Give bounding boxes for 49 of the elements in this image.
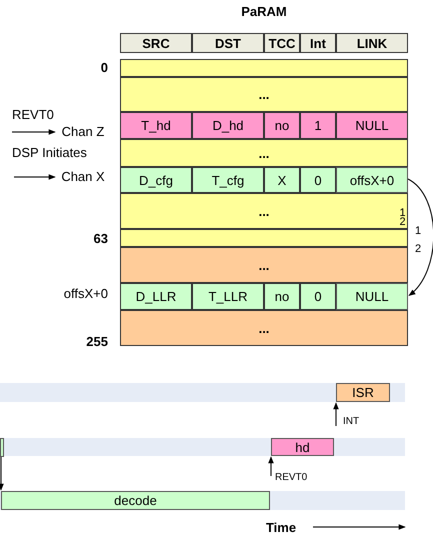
arrow <box>268 456 274 476</box>
table-title: PaRAM <box>240 2 288 20</box>
channel-label: Chan Z <box>56 121 110 141</box>
table-cell: 1 <box>300 112 336 139</box>
table-cell: ... <box>120 247 408 283</box>
arrow <box>333 402 339 426</box>
arrow <box>0 456 4 491</box>
task-bar: hd <box>271 438 334 456</box>
column-header: SRC <box>120 33 192 53</box>
table-cell: offsX+0 <box>336 167 408 193</box>
row-index: 0 <box>100 58 108 76</box>
table-cell: ... <box>120 310 408 346</box>
column-header: TCC <box>264 33 300 53</box>
table-cell: D_cfg <box>120 167 192 193</box>
table-cell: X <box>264 167 300 193</box>
table-cell: D_hd <box>192 112 264 139</box>
number-label: 2 <box>398 216 407 228</box>
column-header: DST <box>192 33 264 53</box>
column-header: LINK <box>336 33 408 53</box>
edge-label: DSP Initiates <box>12 144 87 160</box>
row-offset-label: offsX+0 <box>62 284 108 302</box>
edge-label: INT <box>343 414 360 428</box>
table-cell: D_LLR <box>120 283 192 310</box>
number-label: 1 <box>414 224 422 238</box>
table-cell: ... <box>120 77 408 112</box>
arrow <box>14 174 56 180</box>
task-bar: ISR <box>336 383 390 402</box>
number-label: 2 <box>414 242 422 256</box>
arrow <box>408 178 433 296</box>
row-index: 63 <box>92 230 108 247</box>
row-index: 255 <box>85 332 108 350</box>
channel-label: Chan X <box>56 166 110 186</box>
edge-label: REVT0 <box>12 106 54 122</box>
task-bar: decode <box>1 491 270 510</box>
column-header: Int <box>300 33 336 53</box>
table-cell: 0 <box>300 283 336 310</box>
table-cell: NULL <box>336 112 408 139</box>
arrow <box>12 129 56 135</box>
table-cell: 0 <box>300 167 336 193</box>
table-cell: T_LLR <box>192 283 264 310</box>
table-cell: no <box>264 112 300 139</box>
table-cell: T_cfg <box>192 167 264 193</box>
table-cell: T_hd <box>120 112 192 139</box>
table-cell: ... <box>120 139 408 167</box>
edge-label: REVT0 <box>275 470 308 484</box>
axis-label: Time <box>264 518 298 536</box>
table-cell: no <box>264 283 300 310</box>
task-bar <box>0 438 4 457</box>
table-cell: NULL <box>336 283 408 310</box>
